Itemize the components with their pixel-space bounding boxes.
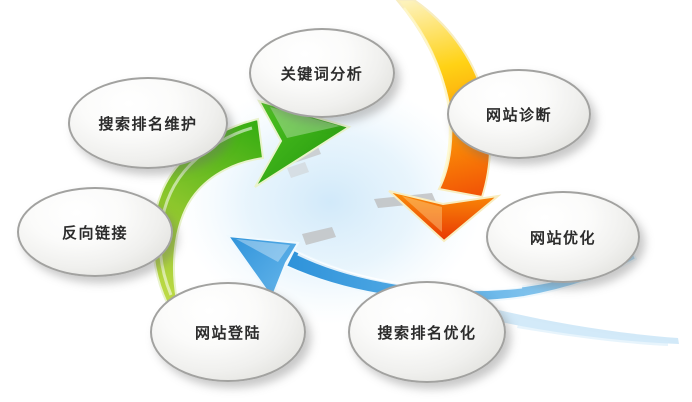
- blue-tail-streak: [466, 303, 679, 344]
- blue-arrow-head: [225, 234, 300, 301]
- node-search-ranking-optimization: 搜索排名优化: [348, 281, 506, 383]
- gray-dash: [302, 227, 336, 245]
- green-band-highlight: [158, 126, 253, 296]
- node-backlinks: 反向链接: [17, 187, 173, 277]
- node-website-submission-label: 网站登陆: [194, 324, 261, 342]
- blue-tail-streak: [517, 318, 668, 346]
- node-search-ranking-maintenance: 搜索排名维护: [68, 77, 228, 169]
- gray-dash: [287, 162, 309, 178]
- node-search-ranking-optimization-label: 搜索排名优化: [377, 324, 477, 342]
- node-keyword-analysis-label: 关键词分析: [280, 65, 364, 83]
- node-website-optimization-label: 网站优化: [529, 229, 596, 247]
- node-website-submission: 网站登陆: [150, 282, 306, 382]
- node-backlinks-label: 反向链接: [61, 224, 128, 242]
- node-search-ranking-maintenance-label: 搜索排名维护: [98, 115, 198, 133]
- green-head-highlight: [270, 107, 340, 138]
- node-keyword-analysis: 关键词分析: [249, 28, 395, 118]
- orange-arrow: [374, 0, 502, 243]
- node-website-diagnosis: 网站诊断: [447, 69, 591, 159]
- node-website-optimization: 网站优化: [486, 191, 640, 283]
- node-website-diagnosis-label: 网站诊断: [485, 106, 552, 124]
- blue-head-highlight: [236, 239, 290, 262]
- orange-head-highlight: [402, 196, 442, 232]
- orange-arrow-head: [388, 190, 502, 243]
- orange-band-highlight: [403, 7, 452, 183]
